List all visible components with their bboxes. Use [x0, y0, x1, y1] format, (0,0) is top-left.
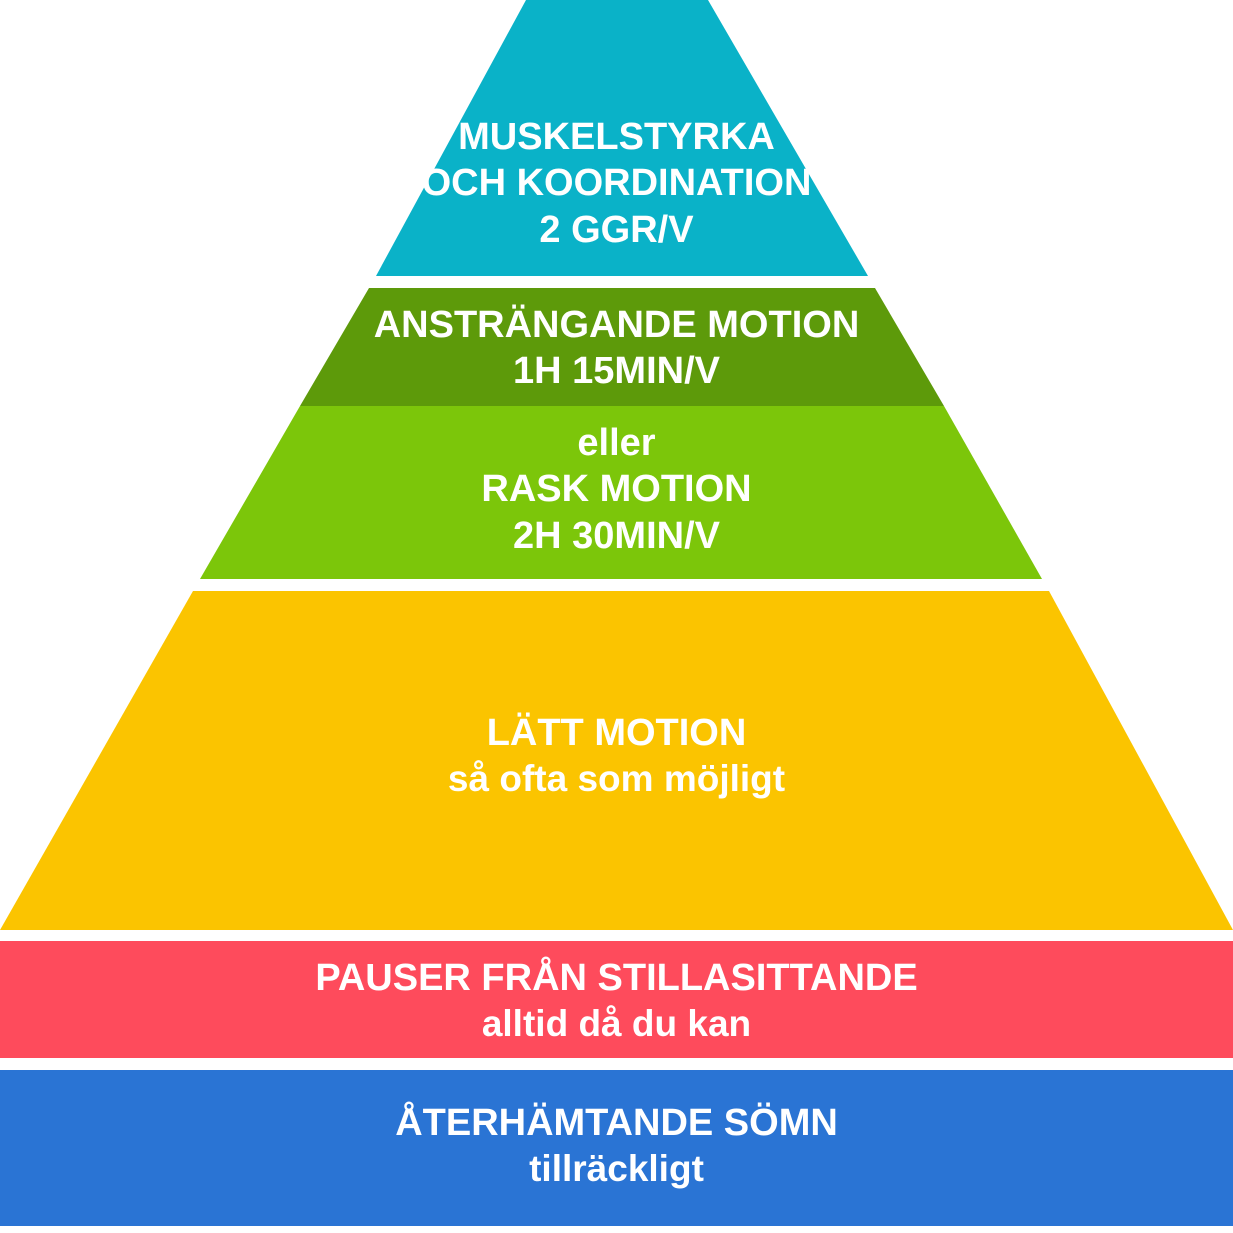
- tier-muskelstyrka: [376, 0, 868, 276]
- anstrangande-line1: ANSTRÄNGANDE MOTION: [373, 304, 860, 346]
- tier-anstrangande-motion: [300, 288, 944, 406]
- tier-rask-motion: [200, 406, 1042, 579]
- label-anstrangande-motion: ANSTRÄNGANDE MOTION 1H 15MIN/V: [0, 302, 1233, 395]
- tier-pauser: [0, 941, 1233, 1058]
- muskelstyrka-line2: OCH KOORDINATION: [421, 162, 812, 205]
- tier-latt-motion: [0, 591, 1233, 930]
- tier-somn: [0, 1070, 1233, 1226]
- label-somn: ÅTERHÄMTANDE SÖMN tillräckligt: [0, 1100, 1233, 1191]
- rask-line1: eller: [577, 422, 656, 464]
- label-latt-motion: LÄTT MOTION så ofta som möjligt: [0, 710, 1233, 801]
- pauser-line2: alltid då du kan: [481, 1003, 752, 1045]
- anstrangande-line2: 1H 15MIN/V: [513, 350, 720, 393]
- somn-line2: tillräckligt: [529, 1148, 704, 1190]
- muskelstyrka-line3: 2 GGR/V: [539, 208, 694, 251]
- label-rask-motion: eller RASK MOTION 2H 30MIN/V: [0, 420, 1233, 559]
- somn-line1: ÅTERHÄMTANDE SÖMN: [395, 1102, 838, 1144]
- rask-line3: 2H 30MIN/V: [513, 514, 720, 557]
- label-muskelstyrka: MUSKELSTYRKA OCH KOORDINATION 2 GGR/V: [0, 114, 1233, 253]
- muskelstyrka-line1: MUSKELSTYRKA: [458, 116, 775, 158]
- latt-line2: så ofta som möjligt: [447, 758, 786, 800]
- label-pauser: PAUSER FRÅN STILLASITTANDE alltid då du …: [0, 955, 1233, 1046]
- latt-line1: LÄTT MOTION: [486, 712, 747, 754]
- rask-line2: RASK MOTION: [481, 468, 752, 511]
- pauser-line1: PAUSER FRÅN STILLASITTANDE: [315, 957, 918, 999]
